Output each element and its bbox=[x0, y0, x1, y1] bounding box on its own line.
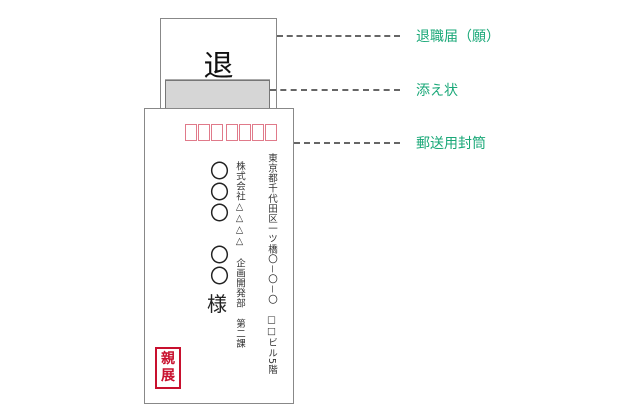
label-resignation: 退職届（願） bbox=[416, 29, 500, 45]
recipient-company: 株式会社△△△△ 企画開発部 第二課 bbox=[234, 161, 245, 349]
postal-code-box bbox=[198, 124, 210, 141]
recipient-address: 東京都千代田区一ツ橋〇－〇－〇 □□ビル5階 bbox=[266, 153, 277, 375]
label-envelope: 郵送用封筒 bbox=[416, 136, 486, 152]
honorific: 様 bbox=[207, 292, 227, 316]
cover-letter bbox=[165, 80, 270, 110]
cover-letter-edge bbox=[165, 79, 270, 80]
label-cover-letter: 添え状 bbox=[416, 83, 458, 99]
recipient-name: 〇〇〇 〇〇 bbox=[207, 161, 229, 287]
postal-code-box bbox=[226, 124, 238, 141]
postal-code-box bbox=[239, 124, 251, 141]
confidential-stamp: 親展 bbox=[155, 347, 181, 389]
postal-code-box bbox=[265, 124, 277, 141]
postal-code-box bbox=[252, 124, 264, 141]
letter-title-char: 退 bbox=[203, 49, 234, 84]
leader-line-cover bbox=[270, 89, 400, 91]
leader-line-envelope bbox=[294, 142, 400, 144]
leader-line-resignation bbox=[277, 35, 400, 37]
postal-code-box bbox=[185, 124, 197, 141]
envelope: 東京都千代田区一ツ橋〇－〇－〇 □□ビル5階 株式会社△△△△ 企画開発部 第二… bbox=[144, 108, 294, 404]
postal-code-box bbox=[211, 124, 223, 141]
